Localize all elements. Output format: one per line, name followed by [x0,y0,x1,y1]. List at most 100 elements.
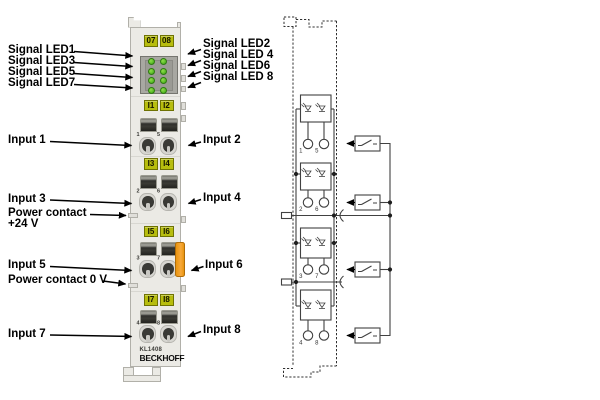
led-symbol-row [301,299,326,309]
callout-input-3: Input 3 [8,192,46,205]
led-symbol-row [301,236,326,246]
side-contact-tab [180,285,186,292]
callout-signal-led1: Signal LED1 [8,43,76,56]
module-seam [130,155,180,157]
callout-input-8: Input 8 [203,324,241,336]
callout-signal-led3: Signal LED3 [8,54,76,67]
callout-input-5: Input 5 [8,259,46,271]
wire-hole-slot [166,334,170,342]
svg-text:7: 7 [315,274,319,280]
callout-power-contact-0v: Power contact 0 V [8,273,108,286]
module-top-lip [176,21,181,28]
side-contact-tab [180,114,186,122]
schematic-terminal-numbers: 1 5 2 6 3 7 4 8 [299,149,319,347]
svg-text:8: 8 [315,341,319,347]
status-led-6 [160,77,167,84]
clamp-lever[interactable] [139,174,157,189]
clamp-lever[interactable] [160,117,178,132]
wire-hole-pit [142,139,154,152]
terminal-label-i7: I7 [144,294,158,306]
svg-text:4: 4 [299,341,303,347]
svg-text:3: 3 [137,256,140,262]
wire-hole-2[interactable] [139,193,156,211]
status-led-8 [160,86,167,94]
svg-text:1: 1 [137,132,140,138]
side-contact-tab [180,216,186,223]
terminal-label-i3: I3 [144,158,158,170]
wire-hole-slot [146,146,150,153]
terminal-circles [302,138,330,341]
svg-text:3: 3 [299,274,303,280]
svg-text:2: 2 [137,189,140,195]
wire-hole-1[interactable] [139,136,156,155]
terminal-label-i5: I5 [144,225,158,237]
brand-logo: BECKHOFF [139,352,185,363]
module-seam [130,96,180,97]
terminal-leads [307,122,325,331]
terminal-label-i6: I6 [159,225,174,237]
wire-hole-slot [146,334,150,342]
wire-hole-slot [166,146,170,153]
junction-dots [293,171,393,285]
callout-signal-led2: Signal LED2 [203,38,271,50]
callout-signal-led5: Signal LED5 [8,65,76,78]
wire-hole-5[interactable] [159,136,177,155]
wire-hole-slot [166,202,170,210]
callout-power-contact-24v-line1: Power contact [8,207,87,219]
svg-text:2: 2 [299,207,303,213]
callout-signal-led7: Signal LED7 [8,76,76,89]
din-rail-foot-bar [122,374,161,382]
callout-signal-led6: Signal LED6 [203,60,271,72]
wire-hole-pit [142,327,154,340]
side-contact-tab [180,102,186,110]
power-contact-blade [174,241,185,277]
callout-power-contact-24v-line2: +24 V [8,218,39,230]
status-led-4 [160,67,167,75]
callout-leader-lines [49,48,204,340]
terminal-label-07: 07 [144,35,158,47]
wire-hole-numbers: 1 5 2 6 3 7 4 8 [137,132,161,327]
wire-hole-8[interactable] [159,325,177,343]
wire-hole-4[interactable] [139,325,156,343]
status-led-7 [148,86,155,94]
side-contact-tab [180,63,186,70]
supply-bus [380,142,391,337]
svg-text:5: 5 [157,132,160,138]
wire-hole-pit [142,195,154,208]
wire-hole-slot [166,269,170,277]
power-contact-24v-tab [128,212,138,218]
wire-hole-6[interactable] [159,193,177,211]
side-contact-tab [180,74,186,82]
power-contact-0v-tab [128,283,138,288]
module-seam [130,291,180,292]
led-symbol-row [301,167,326,177]
svg-text:7: 7 [157,256,160,262]
clamp-lever[interactable] [139,309,157,324]
power-contact-lines [280,209,390,289]
terminal-label-i2: I2 [159,99,174,111]
svg-text:8: 8 [157,321,160,327]
wire-hole-3[interactable] [139,260,156,278]
terminal-label-i8: I8 [159,294,174,306]
callout-input-4: Input 4 [203,192,241,204]
clamp-lever[interactable] [139,117,157,132]
switch-symbols [346,135,381,344]
side-contact-tab [180,85,186,92]
clamp-lever[interactable] [160,174,178,189]
wire-hole-pit [162,195,174,208]
svg-text:5: 5 [315,149,319,155]
wire-hole-pit [142,262,154,275]
callout-input-7: Input 7 [8,327,46,340]
status-led-3 [148,67,155,75]
circuit-diagram: 1 5 2 6 3 7 4 8 [280,16,393,378]
clamp-lever[interactable] [139,241,157,256]
status-led-1 [148,58,155,65]
din-rail-foot-riser [151,366,161,376]
svg-text:6: 6 [157,189,160,195]
wire-hole-slot [146,202,150,210]
wire-hole-pit [162,262,174,275]
clamp-lever[interactable] [160,309,178,324]
led-symbol-row [301,102,326,112]
opto-led-symbols [301,102,326,309]
